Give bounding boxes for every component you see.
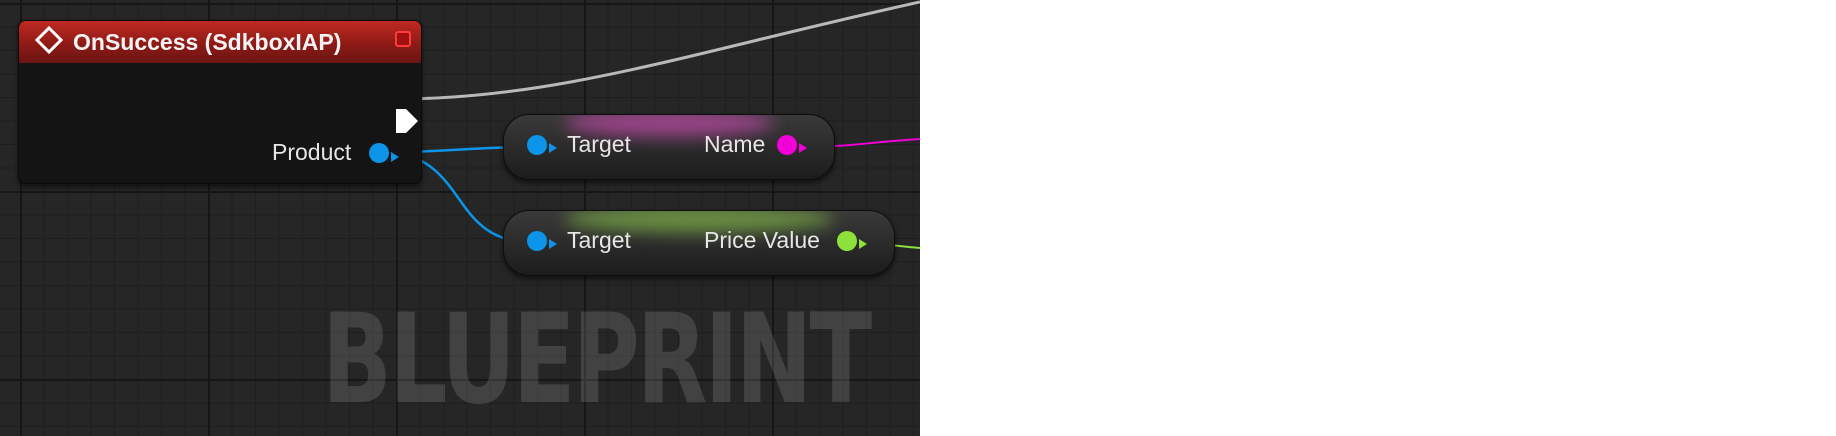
price-value-output-pin[interactable] bbox=[837, 231, 857, 251]
price-pin-arrow-icon bbox=[859, 236, 867, 254]
price-target-input-pin[interactable] bbox=[527, 231, 547, 251]
get-name-header-glow bbox=[564, 115, 774, 137]
price-value-output-label: Price Value bbox=[704, 227, 820, 253]
get-name-node[interactable]: Target Name bbox=[503, 114, 835, 180]
name-output-pin[interactable] bbox=[777, 135, 797, 155]
target-pin-arrow-icon bbox=[549, 236, 557, 254]
event-node-header[interactable]: OnSuccess (SdkboxIAP) bbox=[19, 21, 421, 63]
product-pin-label: Product bbox=[272, 139, 352, 165]
name-target-label: Target bbox=[567, 131, 631, 157]
name-pin-arrow-icon bbox=[799, 140, 807, 158]
blueprint-watermark: BLUEPRINT bbox=[322, 288, 872, 432]
price-target-label: Target bbox=[567, 227, 631, 253]
name-output-label: Name bbox=[704, 131, 766, 157]
target-pin-arrow-icon bbox=[549, 140, 557, 158]
exec-output-pin-icon[interactable] bbox=[394, 107, 420, 140]
exec-wire[interactable] bbox=[396, 0, 920, 101]
product-output-pin[interactable] bbox=[369, 143, 389, 163]
blueprint-graph-canvas[interactable]: BLUEPRINT OnSuccess (SdkboxIAP) Product … bbox=[0, 0, 920, 436]
event-node-title: OnSuccess (SdkboxIAP) bbox=[73, 28, 342, 55]
on-success-event-node[interactable]: OnSuccess (SdkboxIAP) Product bbox=[18, 20, 422, 184]
get-price-header-glow bbox=[564, 211, 834, 233]
event-diamond-icon bbox=[34, 25, 64, 59]
delegate-pin-icon[interactable] bbox=[395, 31, 411, 47]
name-target-input-pin[interactable] bbox=[527, 135, 547, 155]
product-pin-arrow-icon bbox=[391, 149, 399, 167]
get-price-value-node[interactable]: Target Price Value bbox=[503, 210, 895, 276]
